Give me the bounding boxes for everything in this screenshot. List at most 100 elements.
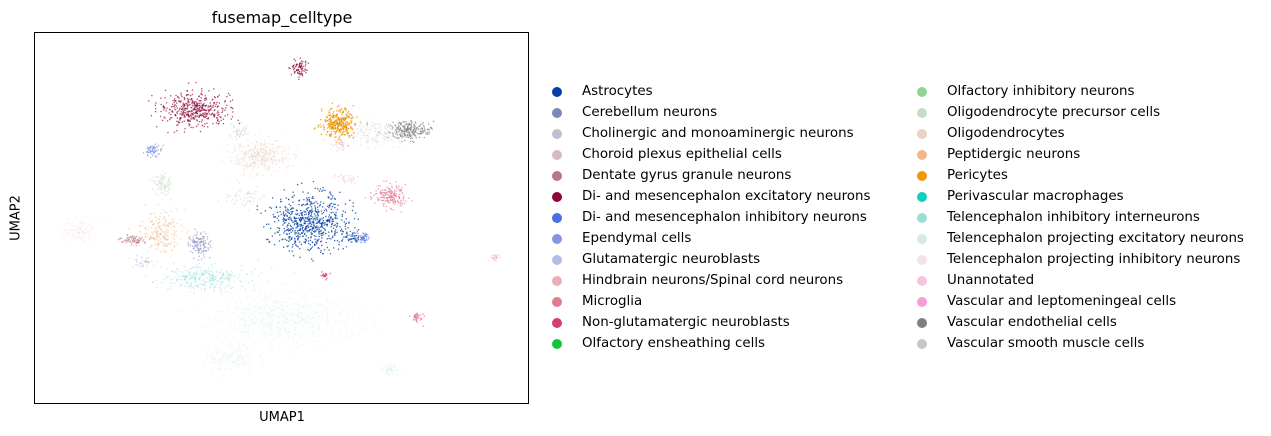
scatter-point xyxy=(251,142,253,145)
scatter-point xyxy=(421,128,424,131)
scatter-point xyxy=(244,335,247,337)
scatter-point xyxy=(293,255,295,257)
scatter-point xyxy=(198,277,200,279)
scatter-point xyxy=(427,131,429,133)
scatter-point xyxy=(347,315,349,317)
scatter-point xyxy=(172,262,175,265)
scatter-point xyxy=(286,297,288,299)
scatter-point xyxy=(180,105,183,108)
scatter-point xyxy=(268,313,270,316)
scatter-point xyxy=(244,167,247,170)
scatter-point xyxy=(338,124,341,126)
scatter-point xyxy=(283,293,285,295)
scatter-point xyxy=(156,233,158,236)
scatter-point xyxy=(363,239,366,241)
scatter-point xyxy=(251,317,253,319)
scatter-point xyxy=(313,235,315,237)
scatter-point xyxy=(202,247,205,249)
scatter-point xyxy=(176,112,178,114)
scatter-point xyxy=(203,284,205,286)
scatter-point xyxy=(195,109,197,111)
scatter-point xyxy=(173,276,176,278)
scatter-point xyxy=(271,301,273,303)
scatter-point xyxy=(166,245,168,247)
scatter-point xyxy=(305,305,308,307)
scatter-point xyxy=(270,152,272,154)
scatter-point xyxy=(381,189,383,191)
scatter-point xyxy=(243,317,245,319)
scatter-point xyxy=(317,214,319,216)
scatter-point xyxy=(202,113,204,115)
scatter-point xyxy=(75,237,78,239)
scatter-point xyxy=(274,294,276,297)
scatter-point xyxy=(229,345,231,347)
scatter-point xyxy=(272,143,274,145)
scatter-point xyxy=(155,111,157,113)
scatter-point xyxy=(148,149,150,151)
scatter-point xyxy=(216,106,218,108)
scatter-point xyxy=(351,235,354,237)
scatter-point xyxy=(234,360,237,362)
scatter-point xyxy=(385,133,388,135)
scatter-point xyxy=(260,320,262,322)
scatter-point xyxy=(198,115,200,117)
scatter-point xyxy=(202,115,204,117)
scatter-point xyxy=(295,213,297,215)
scatter-point xyxy=(309,312,311,314)
scatter-point xyxy=(208,360,210,363)
scatter-point xyxy=(207,325,209,327)
scatter-point xyxy=(401,137,404,139)
scatter-point xyxy=(302,326,304,328)
scatter-point xyxy=(314,244,316,247)
scatter-point xyxy=(236,179,239,182)
scatter-point xyxy=(187,241,189,244)
scatter-point xyxy=(260,133,262,135)
scatter-point xyxy=(292,244,294,246)
scatter-point xyxy=(234,159,237,161)
scatter-point xyxy=(292,164,294,167)
scatter-point xyxy=(266,238,268,241)
scatter-point xyxy=(144,243,146,245)
scatter-point xyxy=(314,317,316,319)
scatter-point xyxy=(294,328,296,331)
scatter-point xyxy=(272,213,274,216)
scatter-point xyxy=(284,302,286,305)
scatter-point xyxy=(173,105,175,107)
scatter-point xyxy=(65,228,67,231)
scatter-point xyxy=(330,331,332,333)
scatter-point xyxy=(191,252,194,254)
scatter-point xyxy=(216,335,218,338)
scatter-point xyxy=(357,176,359,178)
scatter-point xyxy=(216,112,218,114)
scatter-point xyxy=(288,198,290,201)
scatter-point xyxy=(210,105,212,107)
scatter-point xyxy=(320,201,322,203)
scatter-point xyxy=(317,212,319,214)
scatter-point xyxy=(307,223,309,225)
scatter-point xyxy=(305,217,307,220)
scatter-point xyxy=(194,285,196,288)
scatter-point xyxy=(262,148,264,150)
scatter-point xyxy=(203,235,205,238)
scatter-point xyxy=(292,207,294,210)
scatter-point xyxy=(348,312,350,315)
scatter-point xyxy=(299,303,301,305)
scatter-point xyxy=(320,223,322,225)
scatter-point xyxy=(269,325,271,327)
scatter-point xyxy=(252,306,254,308)
scatter-point xyxy=(415,319,417,321)
scatter-point xyxy=(291,250,293,252)
scatter-point xyxy=(282,325,285,327)
scatter-point xyxy=(171,110,173,112)
scatter-point xyxy=(150,151,152,153)
scatter-point xyxy=(233,296,235,298)
scatter-point xyxy=(184,107,186,110)
scatter-point xyxy=(262,156,264,158)
scatter-point xyxy=(206,349,208,351)
scatter-point xyxy=(229,275,231,277)
scatter-point xyxy=(379,132,381,134)
scatter-point xyxy=(376,327,378,329)
scatter-point xyxy=(193,239,195,242)
scatter-point xyxy=(326,210,328,212)
scatter-point xyxy=(258,274,260,276)
